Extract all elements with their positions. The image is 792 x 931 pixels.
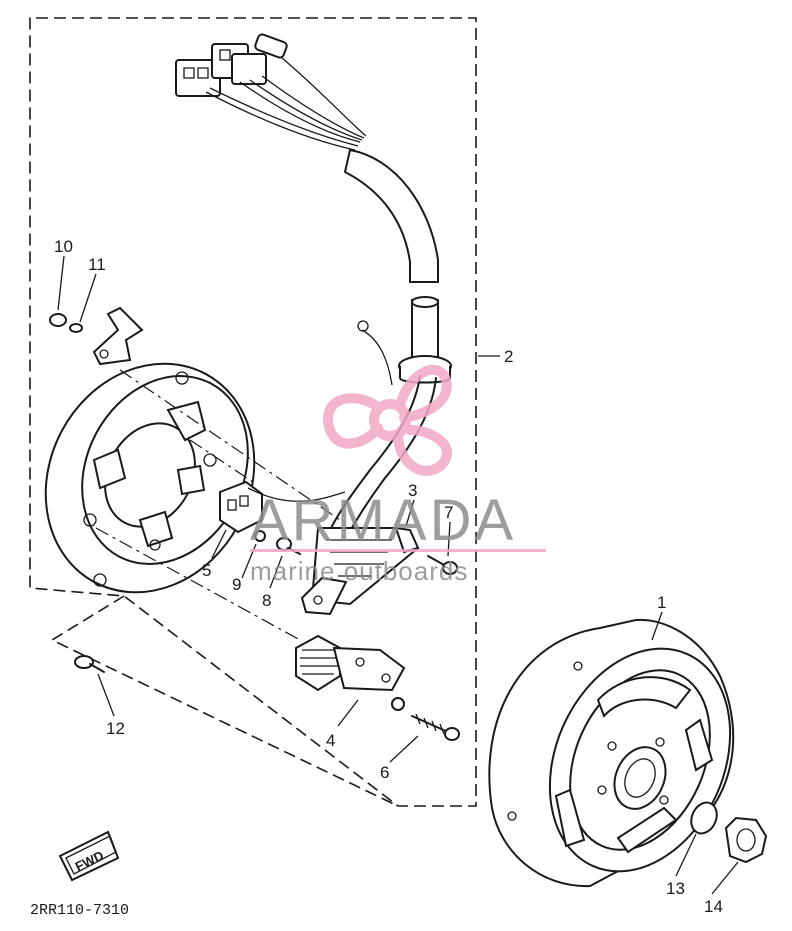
part-screw-10 — [49, 313, 83, 333]
callout-5: 5 — [202, 561, 211, 580]
centerline-mid — [189, 439, 257, 485]
part-washer-13 — [690, 801, 718, 835]
part-coil-4 — [295, 634, 406, 711]
propeller-logo — [323, 364, 452, 476]
callout-10: 10 — [54, 237, 73, 256]
centerline-upper — [119, 369, 341, 521]
callout-2: 2 — [504, 347, 513, 366]
callout-6: 6 — [380, 763, 389, 782]
callout-12: 12 — [106, 719, 125, 738]
callout-9: 9 — [232, 575, 241, 594]
boundary-notch — [50, 595, 399, 807]
part-nut-14 — [724, 816, 768, 864]
callout-14: 14 — [704, 897, 723, 916]
assembly-boundary — [29, 17, 477, 807]
callout-13: 13 — [666, 879, 685, 898]
watermark-brand: ARMADA — [250, 488, 516, 553]
callout-3: 3 — [408, 481, 417, 500]
callout-11: 11 — [88, 255, 106, 274]
part-screw-12 — [74, 655, 105, 673]
part-washer-9 — [254, 530, 266, 542]
watermark: ARMADA marine outboards — [250, 364, 546, 586]
part-screw-6 — [411, 713, 460, 741]
callout-4: 4 — [326, 731, 335, 750]
part-bracket-11 — [92, 306, 144, 366]
callout-8: 8 — [262, 591, 271, 610]
part-flywheel-1 — [488, 618, 735, 888]
centerline-lower — [95, 527, 301, 641]
part-screw-7 — [427, 555, 458, 575]
callout-7: 7 — [444, 503, 453, 522]
callout-1: 1 — [657, 593, 666, 612]
stator-plate — [44, 362, 256, 594]
watermark-divider — [250, 549, 546, 552]
leader-lines — [57, 255, 739, 895]
part-coil-3 — [300, 526, 420, 616]
fwd-direction-badge: FWD — [58, 830, 120, 882]
drawing-code: 2RR110-7310 — [30, 902, 129, 919]
watermark-tagline: marine outboards — [250, 556, 468, 586]
part-pickup-5 — [219, 480, 346, 534]
